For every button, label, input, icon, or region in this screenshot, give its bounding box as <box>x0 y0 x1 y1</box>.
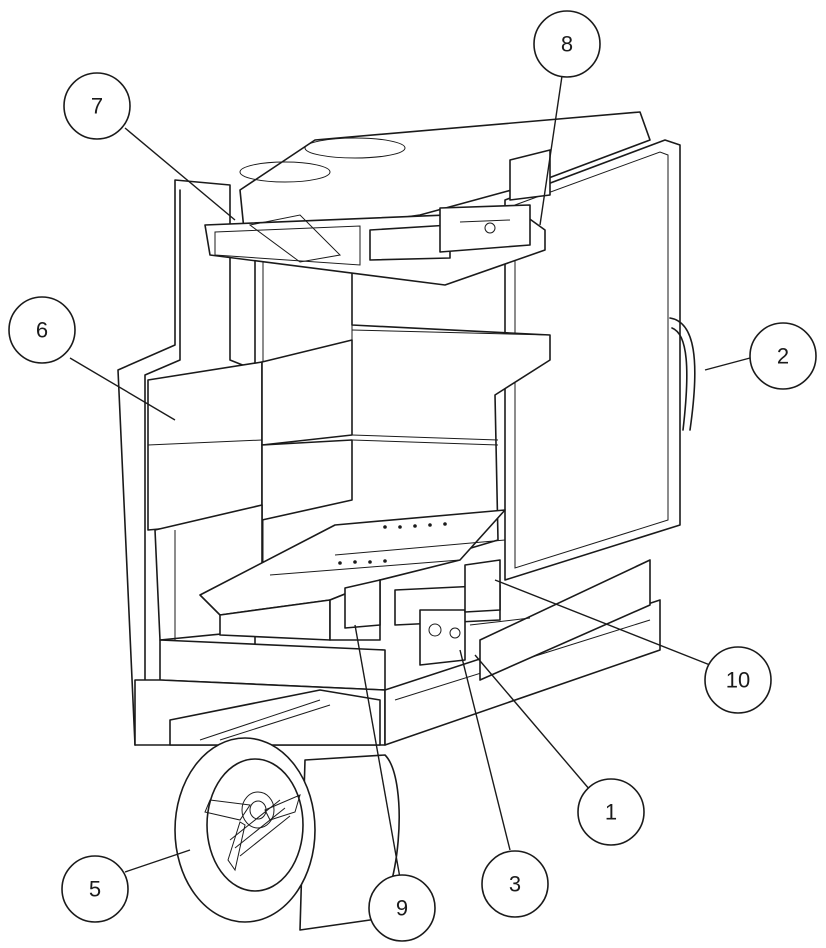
callout-1: 1 <box>577 778 645 846</box>
leader-7 <box>124 127 236 221</box>
callout-label-1: 1 <box>605 800 617 825</box>
callout-10: 10 <box>704 646 772 714</box>
door-handle <box>669 317 696 431</box>
callout-label-6: 6 <box>36 318 48 343</box>
callout-8: 8 <box>533 10 601 78</box>
baffle-assembly <box>204 204 546 286</box>
blower-fan <box>174 737 400 931</box>
callout-6: 6 <box>8 296 76 364</box>
callout-label-3: 3 <box>509 872 521 897</box>
leader-3 <box>459 649 511 851</box>
callout-label-5: 5 <box>89 877 101 902</box>
callout-label-9: 9 <box>396 896 408 921</box>
callout-5: 5 <box>61 855 129 923</box>
callout-label-10: 10 <box>726 668 750 693</box>
callout-label-7: 7 <box>91 94 103 119</box>
leader-2 <box>704 357 751 371</box>
leader-8 <box>539 75 563 226</box>
callout-2: 2 <box>749 322 817 390</box>
callout-label-2: 2 <box>777 344 789 369</box>
air-holes <box>338 522 447 565</box>
air-control <box>344 559 531 666</box>
callout-9: 9 <box>368 874 436 942</box>
callout-7: 7 <box>63 72 131 140</box>
callout-label-8: 8 <box>561 32 573 57</box>
leader-9 <box>354 624 401 879</box>
callout-3: 3 <box>481 850 549 918</box>
firebox-body <box>117 111 681 746</box>
leader-6 <box>69 357 176 421</box>
leader-lines <box>69 75 751 879</box>
leader-10 <box>494 579 711 666</box>
leader-5 <box>124 849 191 873</box>
leader-1 <box>474 654 591 791</box>
